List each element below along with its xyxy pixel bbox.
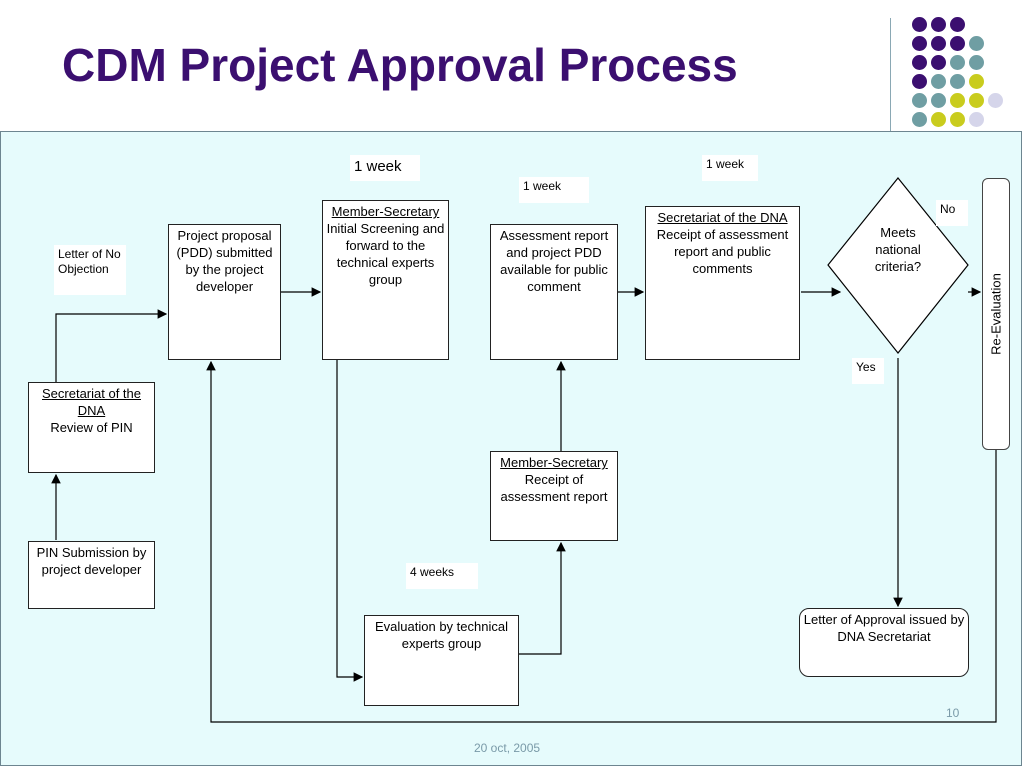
- secretariat-review-box: Secretariat of the DNA Review of PIN: [28, 382, 155, 473]
- one-week-label-assessment: 1 week: [519, 177, 589, 203]
- pin-submission-box: PIN Submission by project developer: [28, 541, 155, 609]
- footer-date: 20 oct, 2005: [474, 741, 541, 755]
- arrow-reevaluation-loop: [206, 360, 997, 723]
- member-secretary-title: Member-Secretary: [331, 204, 440, 219]
- pin-submission-text: PIN Submission by project developer: [36, 545, 147, 577]
- title-divider-line: [890, 18, 891, 183]
- arrow-review-to-proposal: [55, 309, 168, 382]
- slide-title: CDM Project Approval Process: [62, 39, 738, 91]
- evaluation-box: Evaluation by technical experts group: [364, 615, 519, 706]
- no-label: No: [936, 200, 968, 226]
- member-secretary-receipt-box: Member-Secretary Receipt of assessment r…: [490, 451, 618, 541]
- assessment-report-text: Assessment report and project PDD availa…: [499, 228, 609, 294]
- project-proposal-box: Project proposal (PDD) submitted by the …: [168, 224, 281, 360]
- decision-text: Meets national criteria?: [874, 225, 922, 274]
- secretariat-receipt-title: Secretariat of the DNA: [657, 210, 788, 225]
- secretariat-review-text: Review of PIN: [50, 420, 133, 435]
- re-evaluation-text: Re-Evaluation: [988, 273, 1004, 355]
- member-secretary-screening-box: Member-Secretary Initial Screening and f…: [322, 200, 449, 360]
- project-proposal-text: Project proposal (PDD) submitted by the …: [176, 228, 273, 294]
- member-secretary-receipt-title: Member-Secretary: [500, 455, 608, 470]
- slide-number: 10: [946, 706, 960, 720]
- assessment-report-box: Assessment report and project PDD availa…: [490, 224, 618, 360]
- decision-diamond: [827, 177, 969, 354]
- member-secretary-receipt-text: Receipt of assessment report: [500, 472, 608, 504]
- one-week-label-top: 1 week: [350, 155, 420, 181]
- letter-of-approval-box: Letter of Approval issued by DNA Secreta…: [799, 608, 969, 677]
- re-evaluation-box: Re-Evaluation: [982, 178, 1010, 450]
- member-secretary-text: Initial Screening and forward to the tec…: [326, 221, 445, 287]
- secretariat-receipt-text: Receipt of assessment report and public …: [656, 227, 789, 276]
- letter-of-approval-text: Letter of Approval issued by DNA Secreta…: [803, 612, 965, 644]
- evaluation-text: Evaluation by technical experts group: [375, 619, 508, 651]
- secretariat-receipt-box: Secretariat of the DNA Receipt of assess…: [645, 206, 800, 360]
- yes-label: Yes: [852, 358, 884, 384]
- arrow-evaluation-to-receipt: [519, 541, 566, 655]
- one-week-label-secretariat: 1 week: [702, 155, 758, 181]
- secretariat-review-title: Secretariat of the DNA: [42, 386, 141, 418]
- arrow-screening-to-evaluation: [336, 360, 364, 682]
- letter-no-objection-label: Letter of No Objection: [54, 245, 126, 295]
- four-weeks-label: 4 weeks: [406, 563, 478, 589]
